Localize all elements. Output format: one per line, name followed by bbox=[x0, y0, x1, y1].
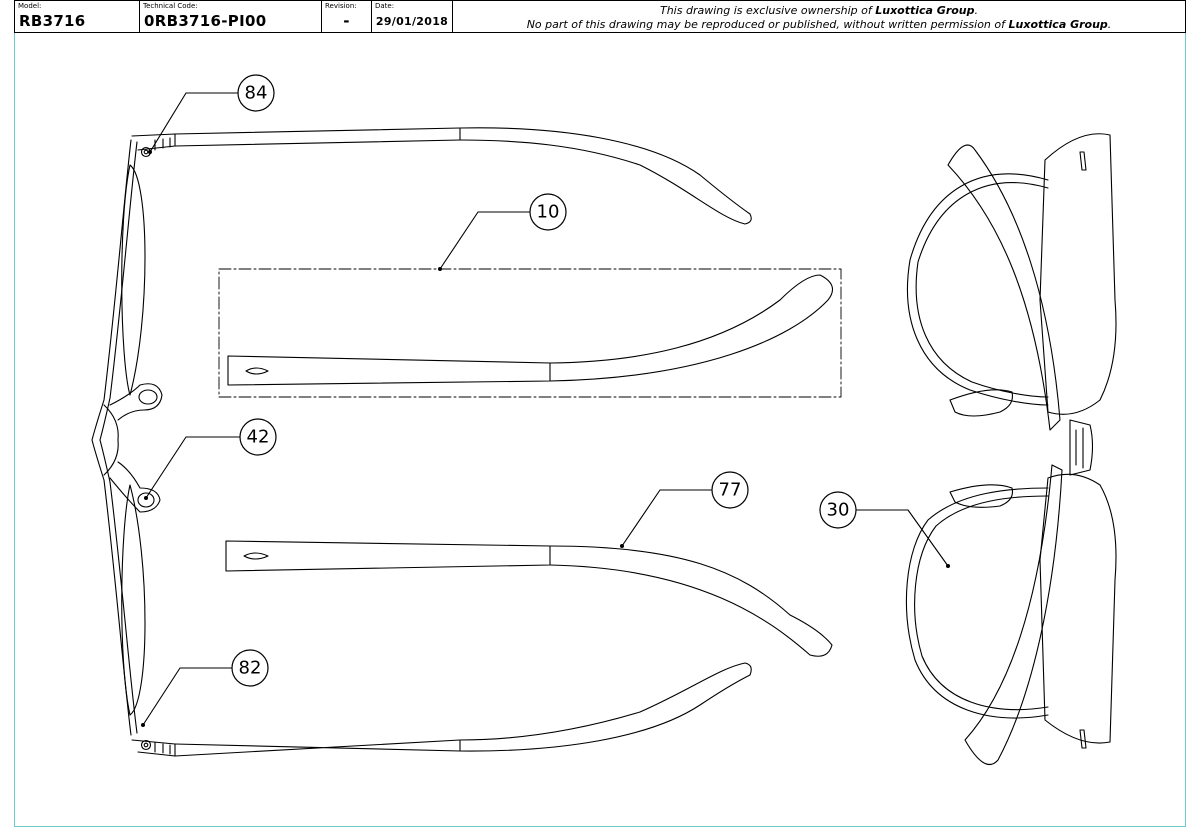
hinge-screw-bottom bbox=[140, 739, 152, 751]
notice-line-2: No part of this drawing may be reproduce… bbox=[526, 18, 1112, 31]
temple-77 bbox=[225, 540, 551, 572]
owner-name: Luxottica Group bbox=[1008, 18, 1108, 31]
temple-77-slot bbox=[243, 552, 269, 560]
callout-label: 84 bbox=[245, 83, 268, 104]
hinge-screw-top-inner bbox=[143, 149, 149, 155]
revision-cell: Revision: - bbox=[322, 1, 372, 32]
temple-top bbox=[174, 127, 752, 225]
leader-line bbox=[855, 509, 949, 567]
folded-temple-top bbox=[947, 144, 1061, 431]
hinge-top bbox=[131, 133, 176, 151]
callout-label: 77 bbox=[719, 480, 742, 501]
callout-label: 82 bbox=[239, 658, 262, 679]
date-value: 29/01/2018 bbox=[375, 15, 449, 28]
lens-outline-bottom bbox=[121, 484, 146, 716]
nose-pad-top-fill bbox=[138, 389, 158, 405]
browline-bottom bbox=[1039, 473, 1117, 744]
leader-line bbox=[145, 436, 241, 499]
front-frame bbox=[91, 139, 132, 736]
owner-name: Luxottica Group bbox=[875, 4, 975, 17]
temple-side-view-lower bbox=[225, 540, 833, 657]
callout-label: 30 bbox=[827, 500, 850, 521]
nose-pad-top bbox=[109, 383, 163, 421]
hinge-screw-bottom-inner bbox=[143, 742, 149, 748]
model-label: Model: bbox=[18, 2, 42, 10]
lens-top-inner bbox=[915, 182, 1049, 398]
callout-77: 77 bbox=[621, 471, 749, 547]
model-value: RB3716 bbox=[19, 12, 86, 30]
front-view bbox=[905, 133, 1117, 765]
front-nose-pad-top bbox=[949, 389, 1014, 417]
leader-line bbox=[149, 92, 239, 153]
folded-temple-bottom bbox=[964, 464, 1063, 765]
callout-label: 42 bbox=[247, 427, 270, 448]
leader-line bbox=[621, 489, 713, 547]
temple-10 bbox=[227, 355, 551, 386]
ownership-notice: This drawing is exclusive ownership of L… bbox=[453, 1, 1185, 32]
technical-code-value: 0RB3716-PI00 bbox=[144, 12, 267, 30]
revision-value: - bbox=[343, 12, 350, 30]
callout-82: 82 bbox=[142, 649, 269, 726]
revision-label: Revision: bbox=[325, 2, 357, 10]
front-frame-inner bbox=[99, 141, 138, 734]
hinge-slot-top bbox=[1079, 151, 1087, 171]
lens-top bbox=[906, 173, 1049, 406]
lens-bottom bbox=[905, 487, 1049, 719]
temple-10-tip bbox=[549, 274, 834, 382]
callout-42: 42 bbox=[145, 418, 277, 499]
nose-pad-bottom bbox=[109, 461, 161, 513]
temple-10-slot bbox=[245, 367, 269, 375]
callout-84: 84 bbox=[149, 74, 275, 153]
front-bridge bbox=[1069, 419, 1094, 476]
nose-pad-bottom-fill bbox=[137, 492, 155, 508]
temple-side-view-upper bbox=[218, 268, 842, 398]
phantom-box bbox=[218, 268, 842, 398]
technical-code-cell: Technical Code: 0RB3716-PI00 bbox=[140, 1, 322, 32]
model-cell: Model: RB3716 bbox=[15, 1, 140, 32]
leader-dots bbox=[141, 150, 950, 727]
technical-code-label: Technical Code: bbox=[143, 2, 198, 10]
bridge bbox=[103, 404, 119, 476]
front-nose-pad-bottom bbox=[949, 484, 1014, 508]
drawing-border bbox=[14, 0, 1186, 827]
date-label: Date: bbox=[375, 2, 395, 10]
date-cell: Date: 29/01/2018 bbox=[372, 1, 453, 32]
temple-bottom bbox=[174, 662, 752, 757]
browline-top bbox=[1039, 133, 1117, 415]
top-view bbox=[91, 127, 752, 757]
temple-77-tip bbox=[549, 545, 833, 657]
hinge-slot-bottom bbox=[1079, 729, 1087, 749]
lens-bottom-inner bbox=[914, 495, 1049, 711]
callout-30: 30 bbox=[819, 491, 949, 567]
callout-10: 10 bbox=[439, 193, 567, 270]
leader-line bbox=[142, 667, 233, 726]
hinge-bottom bbox=[131, 739, 176, 757]
callout-label: 10 bbox=[537, 202, 560, 223]
notice-line-1: This drawing is exclusive ownership of L… bbox=[659, 4, 979, 17]
leader-line bbox=[439, 211, 531, 270]
title-block: Model: RB3716 Technical Code: 0RB3716-PI… bbox=[14, 0, 1186, 33]
lens-outline-top bbox=[121, 164, 146, 396]
